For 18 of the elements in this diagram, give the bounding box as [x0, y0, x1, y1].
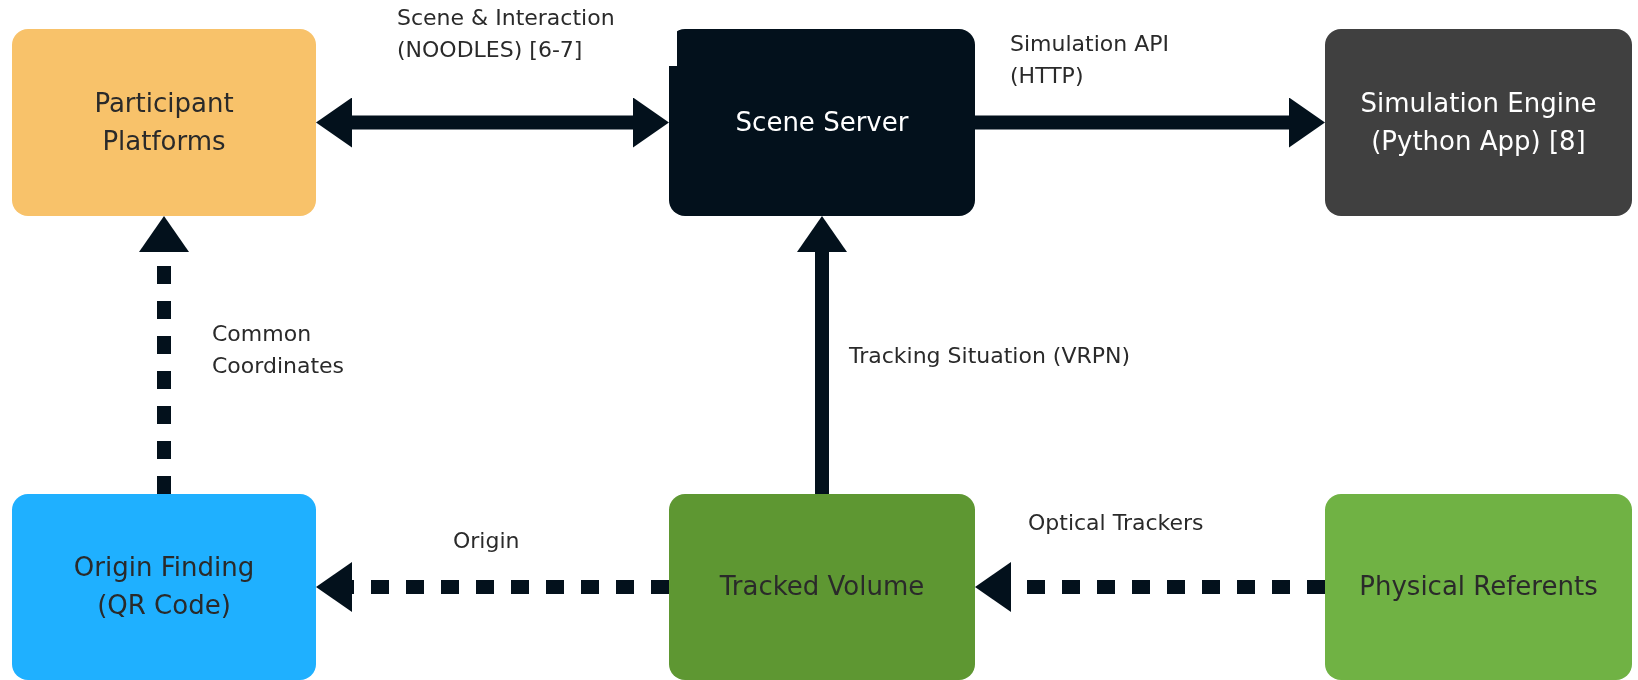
- arrow: [797, 216, 847, 494]
- box-label: Participant Platforms: [93, 86, 235, 158]
- box-label: Origin Finding (QR Code): [72, 551, 256, 622]
- process-box: [12, 494, 316, 680]
- arrow: [975, 562, 1325, 612]
- arrow: [316, 562, 669, 612]
- arrow: [975, 97, 1325, 148]
- process-box: [1325, 29, 1632, 216]
- box-label: Scene Server: [735, 105, 909, 139]
- process-box: [669, 29, 975, 216]
- process-box: [1325, 494, 1632, 680]
- box-label: Physical Referents: [1359, 570, 1598, 604]
- process-box: [12, 29, 316, 216]
- arrow: [316, 97, 669, 148]
- process-box: [669, 494, 975, 680]
- box-label: Simulation Engine (Python App) [8]: [1359, 86, 1598, 158]
- arrow: [139, 216, 189, 494]
- box-label: Tracked Volume: [719, 570, 925, 604]
